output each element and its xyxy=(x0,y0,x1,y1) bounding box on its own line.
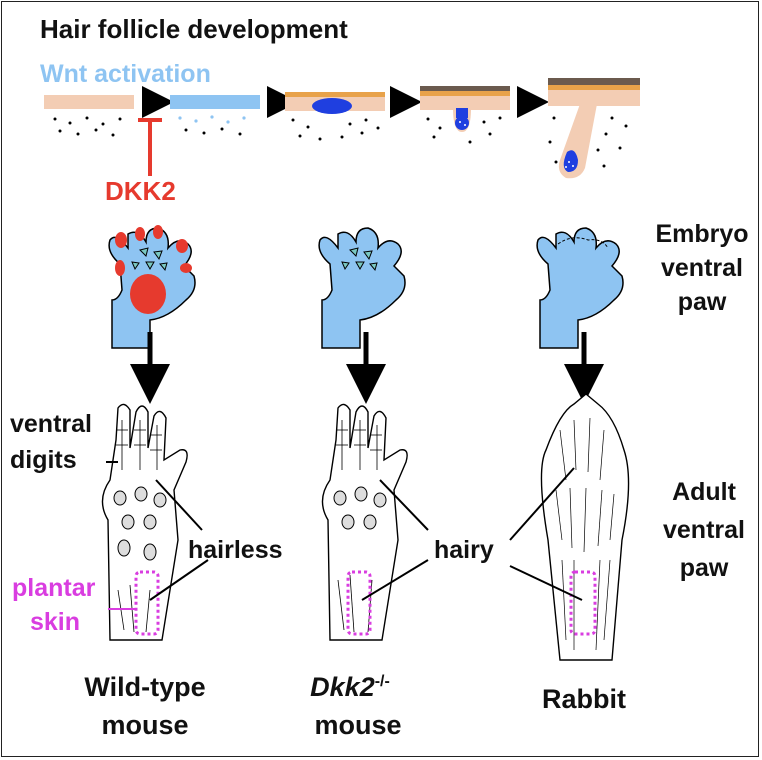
embryo-label-line1: Embryo xyxy=(655,220,748,248)
embryo-paw-dkk2-knockout xyxy=(318,227,406,349)
dkk2-knockout-label-line2: mouse xyxy=(314,710,401,740)
figure-title: Hair follicle development xyxy=(40,14,348,44)
rabbit-label: Rabbit xyxy=(542,684,626,714)
adult-paw-dkk2-knockout xyxy=(321,403,408,641)
plantar-label-line2: skin xyxy=(30,608,80,636)
wnt-activation-label: Wnt activation xyxy=(40,60,211,88)
ventral-digits-label-line2: digits xyxy=(10,446,77,474)
adult-label-line2: ventral xyxy=(663,516,745,544)
hairy-label: hairy xyxy=(434,536,494,564)
stage-1-skin xyxy=(44,95,134,137)
dkk2-gene-name: Dkk2 xyxy=(310,672,375,702)
adult-label-line1: Adult xyxy=(672,478,737,506)
dkk2-label: DKK2 xyxy=(105,176,176,206)
embryo-label-line3: paw xyxy=(678,288,727,316)
stage-2-wnt-skin xyxy=(170,95,260,136)
adult-label-line3: paw xyxy=(680,554,729,582)
embryo-paw-wildtype xyxy=(108,225,196,349)
dkk2-knockout-label-line1: Dkk2-/- xyxy=(310,672,390,702)
dkk2-inhibition xyxy=(138,118,162,176)
adult-paw-rabbit xyxy=(540,393,630,661)
wildtype-label-line2: mouse xyxy=(101,710,188,740)
stage-5-hair-follicle xyxy=(548,78,640,179)
wildtype-label-line1: Wild-type xyxy=(84,672,205,702)
pointer-lines xyxy=(106,461,583,610)
embryo-label-line2: ventral xyxy=(661,254,743,282)
dkk2-genotype-superscript: -/- xyxy=(375,673,390,690)
embryo-paw-rabbit xyxy=(536,227,624,349)
development-arrows xyxy=(130,332,604,404)
stage-3-placode xyxy=(285,92,385,141)
plantar-label-line1: plantar xyxy=(12,574,96,602)
ventral-digits-label-line1: ventral xyxy=(10,410,92,438)
hairless-label: hairless xyxy=(188,536,283,564)
stage-4-hair-germ xyxy=(420,86,510,144)
adult-paw-wildtype xyxy=(101,403,188,641)
